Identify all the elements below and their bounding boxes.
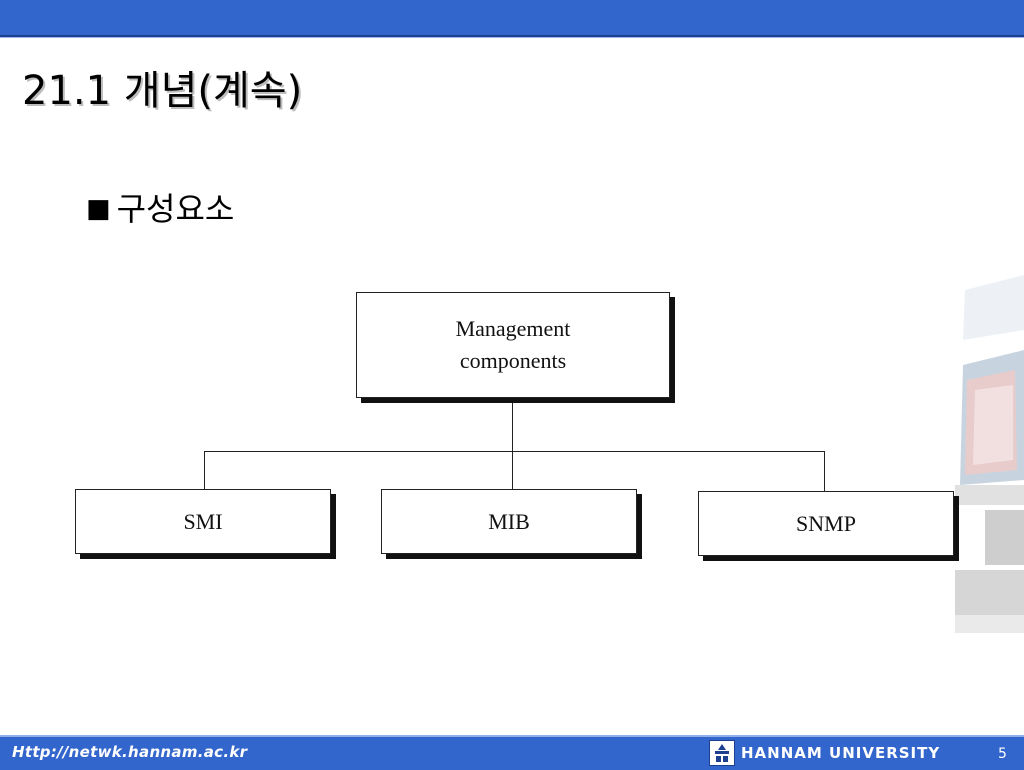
- background-computer-image: [955, 270, 1024, 670]
- bullet-text: 구성요소: [116, 190, 235, 228]
- university-logo-icon: [709, 740, 735, 766]
- snmp-branch-connector: [824, 451, 825, 491]
- mib-label: MIB: [488, 508, 530, 534]
- slide-title: 21.1 개념(계속): [22, 68, 303, 114]
- page-number: 5: [998, 746, 1007, 762]
- root-label-line1: Management: [455, 316, 571, 341]
- root-label-line2: components: [459, 348, 567, 373]
- top-banner-divider: [0, 37, 1024, 38]
- smi-branch-connector: [204, 451, 205, 489]
- footer-url: Http://netwk.hannam.ac.kr: [12, 743, 248, 761]
- smi-label: SMI: [183, 508, 223, 534]
- mib-box: MIB: [381, 489, 637, 554]
- top-banner-bar: [0, 0, 1024, 37]
- smi-box: SMI: [75, 489, 331, 554]
- snmp-box: SNMP: [698, 491, 954, 556]
- footer-bar: Http://netwk.hannam.ac.kr HANNAM UNIVERS…: [0, 735, 1024, 770]
- snmp-label: SNMP: [796, 510, 856, 536]
- management-components-box: Management components: [356, 292, 670, 398]
- square-bullet-icon: ■: [86, 194, 111, 224]
- horizontal-branch-connector: [204, 451, 825, 452]
- mib-branch-connector: [512, 451, 513, 489]
- university-name: HANNAM UNIVERSITY: [741, 744, 941, 762]
- bullet-item: ■구성요소: [86, 184, 234, 230]
- root-stem-connector: [512, 398, 513, 451]
